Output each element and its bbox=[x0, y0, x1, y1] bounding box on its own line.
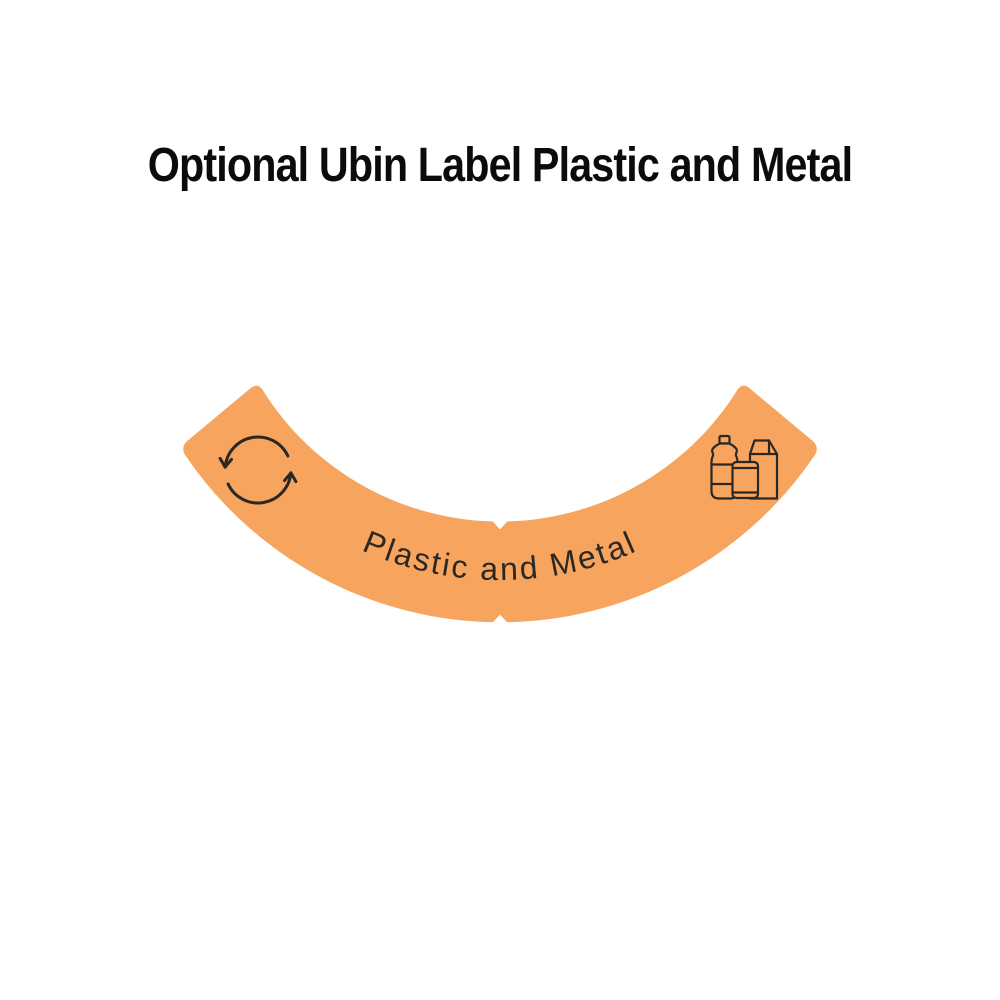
label-band bbox=[183, 385, 817, 623]
recycle-top-arc bbox=[223, 435, 290, 469]
plastic-bottle-shape bbox=[710, 434, 739, 500]
plastic-bottle-can-carton-icon bbox=[710, 434, 779, 500]
beverage-can-shape bbox=[731, 460, 760, 500]
inner-edge-notch bbox=[490, 517, 510, 529]
recycle-bottom-arrowhead bbox=[283, 471, 298, 484]
recycle-bottom-arc bbox=[226, 471, 293, 505]
can-rim-lines bbox=[732, 466, 758, 494]
carton-fold-lines bbox=[748, 439, 779, 456]
outer-edge-notch bbox=[490, 615, 510, 627]
can-outline bbox=[731, 460, 760, 500]
recycle-top-arrowhead bbox=[218, 456, 233, 469]
bottle-cap bbox=[718, 434, 731, 445]
recycle-icon bbox=[218, 435, 298, 505]
page-title: Optional Ubin Label Plastic and Metal bbox=[147, 139, 853, 192]
